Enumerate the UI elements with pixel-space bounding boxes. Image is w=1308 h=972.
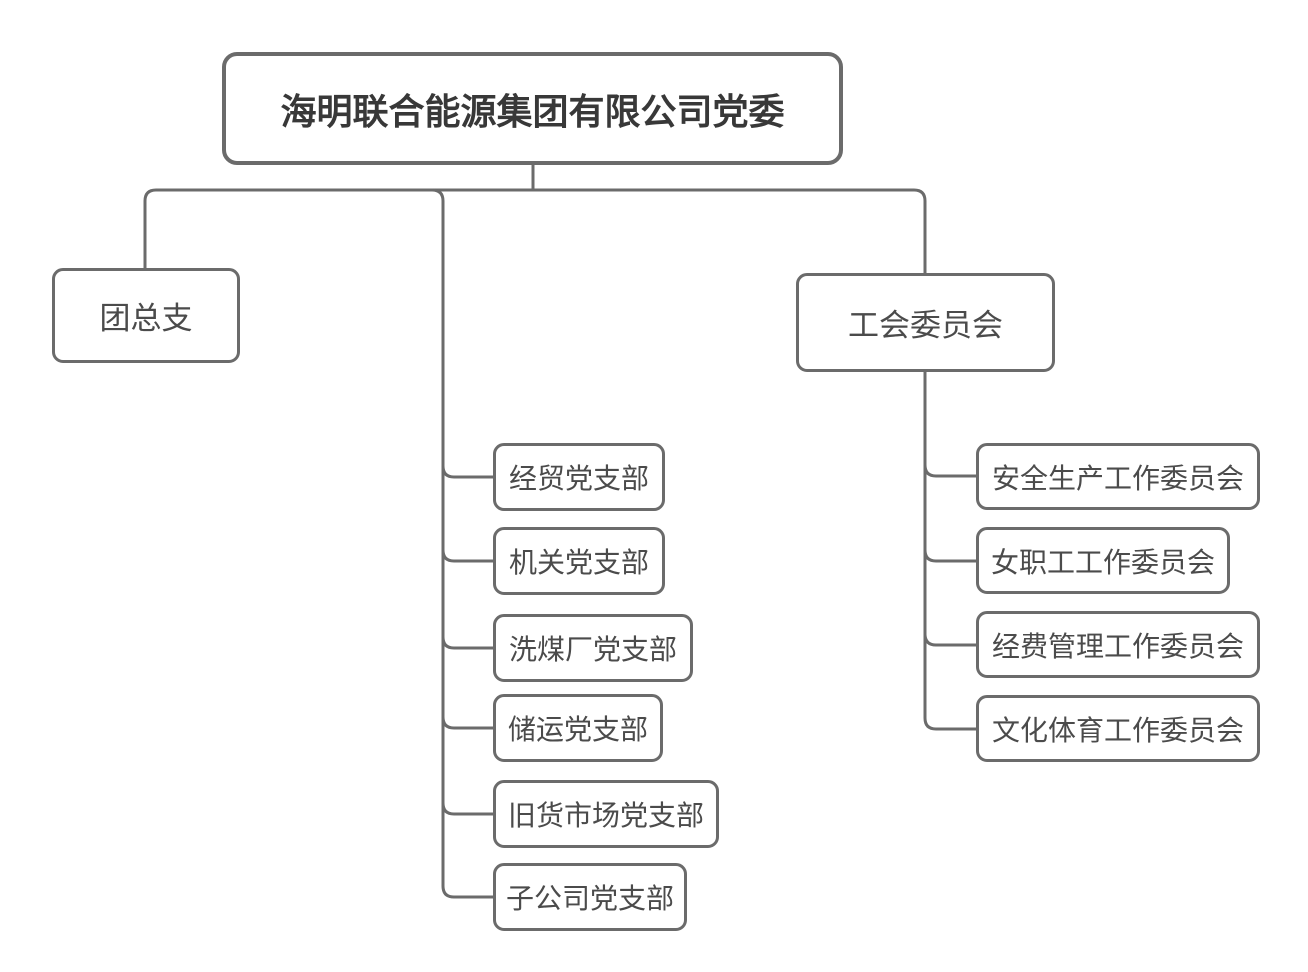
- node-youth-league: 团总支: [52, 268, 240, 363]
- node-party-branch-coal-washery: 洗煤厂党支部: [493, 614, 693, 682]
- node-label: 安全生产工作委员会: [991, 462, 1244, 494]
- node-committee-women-workers: 女职工工作委员会: [976, 527, 1230, 594]
- node-label: 旧货市场党支部: [507, 800, 704, 831]
- connector-mid-elbow-0: [441, 465, 494, 479]
- node-label: 海明联合能源集团有限公司党委: [280, 90, 785, 132]
- node-label: 子公司党支部: [505, 883, 674, 914]
- node-committee-culture-sports: 文化体育工作委员会: [976, 695, 1260, 762]
- connector-mid-elbow-4: [441, 802, 494, 816]
- node-party-branch-trade: 经贸党支部: [493, 443, 665, 511]
- node-party-committee-root: 海明联合能源集团有限公司党委: [222, 52, 843, 165]
- connector-mid-elbow-2: [441, 636, 494, 650]
- node-label: 洗煤厂党支部: [508, 634, 677, 665]
- node-label: 机关党支部: [508, 547, 649, 578]
- connector-right-trunk: [923, 371, 977, 731]
- node-committee-work-safety: 安全生产工作委员会: [976, 443, 1260, 510]
- node-label: 经费管理工作委员会: [991, 630, 1244, 662]
- node-union-committee: 工会委员会: [796, 273, 1055, 372]
- node-label: 文化体育工作委员会: [991, 714, 1244, 746]
- connector-right-elbow-0: [923, 464, 977, 478]
- node-label: 储运党支部: [507, 714, 648, 745]
- node-label: 女职工工作委员会: [990, 546, 1215, 578]
- connector-right-elbow-1: [923, 549, 977, 563]
- node-party-branch-storage-transport: 储运党支部: [493, 694, 663, 762]
- connector-main-bracket: [143, 188, 927, 274]
- connector-right-elbow-2: [923, 633, 977, 647]
- connector-mid-elbow-1: [441, 549, 494, 563]
- node-party-branch-secondhand-market: 旧货市场党支部: [493, 780, 719, 848]
- node-committee-funds-management: 经费管理工作委员会: [976, 611, 1260, 678]
- node-label: 团总支: [99, 301, 193, 336]
- connector-mid-trunk: [431, 188, 494, 899]
- connector-mid-elbow-3: [441, 716, 494, 730]
- node-party-branch-office: 机关党支部: [493, 527, 665, 595]
- node-party-branch-subsidiary: 子公司党支部: [493, 863, 687, 931]
- node-label: 工会委员会: [848, 308, 1003, 343]
- node-label: 经贸党支部: [508, 463, 649, 494]
